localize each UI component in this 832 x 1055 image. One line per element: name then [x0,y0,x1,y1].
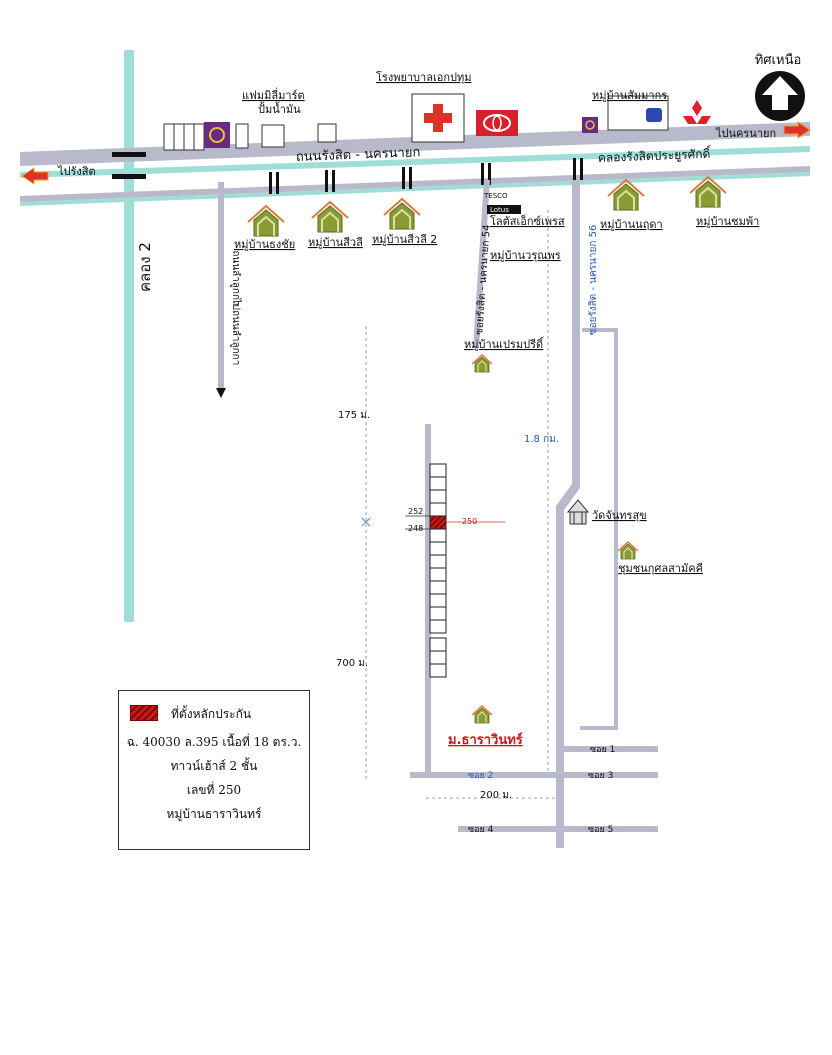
road-bridges [269,158,583,194]
bank-logo-icon [582,117,598,133]
label-soi54: ซอยรังสิต - นครนายก 54 [474,224,493,335]
canal-2 [124,50,134,622]
label-soi56: ซอยรังสิต - นครนายก 56 [588,225,599,336]
label-hospital: โรงพยาบาลเอกปทุม [376,70,471,84]
label-main-road: ถนนรังสิต - นครนายก [296,145,421,165]
village-icon [247,205,285,237]
temple-icon [566,499,590,525]
label-soi5: ซอย 5 [588,825,613,835]
label-soi2: ซอย 2 [468,771,493,781]
legend-village: หมู่บ้านธาราวินทร์ [166,807,262,821]
label-unit-248: 248 [408,524,423,533]
lamlukka-road [218,182,224,390]
soi56-road [556,180,580,848]
label-to-nakhon-nayok: ไปนครนายก [715,127,776,140]
label-siwalee2: หมู่บ้านสีวลี 2 [372,233,437,246]
label-to-lamlukka: ไปถนนลำลูกกา [230,298,242,366]
bridge-mark [112,174,146,179]
village-icon [471,354,493,373]
legend-title: ที่ตั้งหลักประกัน [171,707,252,721]
frontage-road [20,166,810,202]
label-gas-station: ปั้มน้ำมัน [258,101,301,116]
label-wat: วัดจันทรสุข [592,509,647,522]
village-icon [471,705,493,724]
label-700m: 700 ม. [336,658,368,669]
soi4-road [458,826,658,832]
label-siwalee: หมู่บ้านสีวลี [308,236,363,249]
legend-box: ที่ตั้งหลักประกัน ฉ. 40030 ล.395 เนื้อที… [118,690,310,850]
village-icon [617,541,639,560]
label-nanthida: หมู่บ้านนฤดา [600,218,663,231]
shop-lots [163,123,337,151]
label-chompoo: หมู่บ้านชมพ้า [696,215,759,228]
label-1-8km: 1.8 กม. [524,434,559,445]
label-200m: 200 ม. [480,790,512,801]
arrow-right-icon [783,121,811,139]
legend-number: เลขที่ 250 [186,783,242,797]
bank-logo-icon [204,122,230,148]
village-icon [311,201,349,233]
north-label: ทิศเหนือ [755,52,802,68]
label-community: ชุมชนกุศลสามัคคี [618,562,703,575]
label-family-mart: แฟมมิลี่มาร์ต [242,87,305,102]
bridge-mark [112,152,146,157]
townhouse-blocks [429,463,447,678]
label-lamlukka-road: ถนนลำลูกกา [230,250,241,305]
main-road [20,122,810,166]
mitsubishi-logo-icon [683,100,711,124]
dimension-cross [361,517,371,527]
label-warunporn: หมู่บ้านวรุณพร [490,249,561,262]
soi2-road [410,772,658,778]
label-unit-252: 252 [408,507,423,516]
label-lotus: Lotus [490,206,509,214]
north-arrow-icon [755,71,805,121]
legend-type: ทาวน์เฮ้าส์ 2 ชั้น [170,759,258,773]
label-main-canal: คลองรังสิตประยูรศักดิ์ [598,145,713,166]
hospital-cross-icon [424,104,452,132]
arrow-left-icon [21,167,49,185]
dimension-lines [365,210,556,799]
label-premprecha: หมู่บ้านเปรมปรีดิ์ [464,336,545,351]
village-icon [607,179,645,211]
legend-deed: ฉ. 40030 ล.395 เนื้อที่ 18 ตร.ว. [126,735,302,749]
label-rungchai: หมู่บ้านธงชัย [234,238,295,251]
soi1-road [560,746,658,752]
label-soi4: ซอย 4 [468,825,494,835]
village-road [425,424,431,776]
label-to-rangsit: ไปรังสิต [57,165,96,178]
main-canal [20,146,810,178]
label-soi1: ซอย 1 [590,745,615,755]
frontage-canal [20,172,810,206]
soi54-road [473,180,490,348]
village-icon [689,176,727,208]
label-tesco: TESCO [483,192,508,200]
label-soi3: ซอย 3 [588,771,613,781]
label-unit-250: 250 [462,517,477,526]
lotus-logo-icon [487,205,521,214]
label-sampamakorn: หมู่บ้านสัมมากร [592,89,667,102]
loop-road [580,328,618,730]
toyota-logo-icon [476,110,518,136]
label-village: ม.ธาราวินทร์ [448,732,523,748]
label-canal-2: คลอง 2 [136,242,154,292]
village-icon [383,198,421,230]
property-swatch [130,705,158,721]
label-lotus-express: โลตัสเอ็กซ์เพรส [490,214,565,228]
bank-logo-icon [646,108,662,122]
arrow-down-icon [216,388,226,398]
label-175m: 175 ม. [338,410,370,421]
